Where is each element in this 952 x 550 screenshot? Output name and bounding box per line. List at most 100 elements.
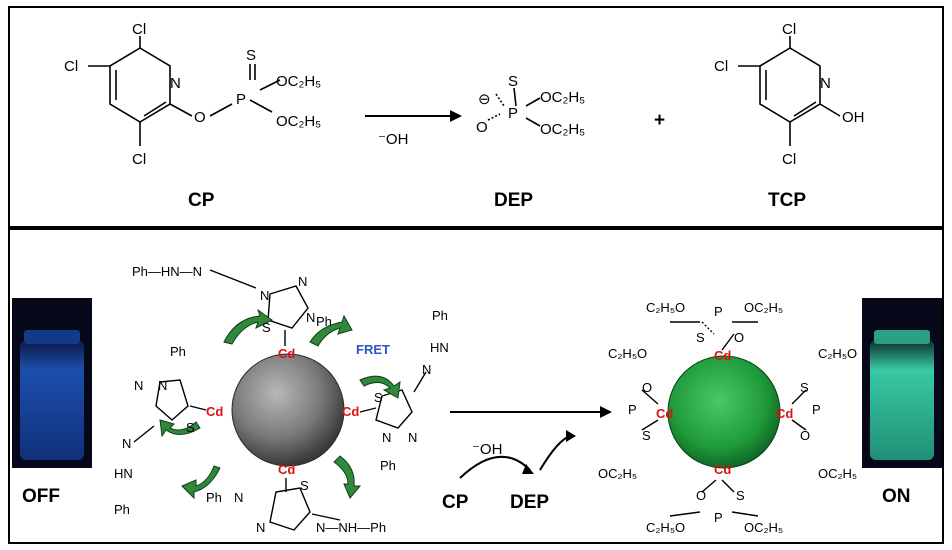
- tcp-n: N: [820, 75, 831, 92]
- tcp-cl-top: Cl: [782, 21, 796, 38]
- ligand-left-s: S: [186, 420, 195, 435]
- fret-label: FRET: [356, 342, 390, 357]
- on-right-oc2h5: OC₂H₅: [818, 466, 857, 481]
- dep-s: S: [508, 73, 518, 90]
- ligand-top-c: N: [260, 288, 269, 303]
- cp-o: O: [194, 109, 206, 126]
- ligand-right-ph2: Ph: [380, 458, 396, 473]
- cp-oc2h5-2: OC₂H₅: [276, 113, 321, 130]
- dep-p: P: [508, 105, 518, 122]
- ligand-top-s: S: [262, 320, 271, 335]
- sensing-scheme-panel: OFF ON Cd Cd Cd Cd: [8, 228, 944, 544]
- on-top-oc2h5: OC₂H₅: [744, 300, 783, 315]
- ligand-left-n2: N: [134, 378, 143, 393]
- fret-arrow-bottom-right: [333, 455, 362, 499]
- tcp-oh: OH: [842, 109, 865, 126]
- ligand-bottom-s: S: [300, 478, 309, 493]
- dep-oc2h5-2: OC₂H₅: [540, 121, 585, 138]
- cd-bottom-left: Cd: [278, 462, 295, 477]
- quantum-dot-off: [231, 353, 345, 467]
- ligand-left-ph2: Ph: [114, 502, 130, 517]
- on-top-c2h5o: C₂H₅O: [646, 300, 685, 315]
- vial-off-label: OFF: [22, 486, 60, 507]
- on-top-p: P: [714, 304, 723, 319]
- on-right-o: O: [800, 428, 810, 443]
- fret-arrow-top-right: [309, 314, 353, 347]
- vial-on: [862, 298, 942, 468]
- dep-o: O: [476, 119, 488, 136]
- cp-cl-left: Cl: [64, 58, 78, 75]
- cd-right: Cd: [342, 404, 359, 419]
- cd-left: Cd: [206, 404, 223, 419]
- cp-n: N: [170, 75, 181, 92]
- fret-arrow-right: [359, 375, 401, 399]
- bottom-dep-label: DEP: [510, 492, 549, 513]
- reaction-scheme-panel: Cl Cl Cl N O P S OC₂H₅ OC₂H₅ CP ⁻OH ⊖ S …: [8, 6, 944, 228]
- reagent-oh: ⁻OH: [378, 131, 408, 148]
- on-bottom-c2h5o: C₂H₅O: [646, 520, 685, 535]
- fret-arrow-left: [159, 419, 201, 438]
- cd-top-left: Cd: [278, 346, 295, 361]
- quantum-dot-on: [667, 355, 781, 469]
- reaction-scheme-svg: Cl Cl Cl N O P S OC₂H₅ OC₂H₅ CP ⁻OH ⊖ S …: [64, 21, 865, 211]
- on-right-p: P: [812, 402, 821, 417]
- ligand-bottom-n: N: [234, 490, 243, 505]
- main-arrowhead: [600, 406, 612, 418]
- ligand-top-ph: Ph: [316, 314, 332, 329]
- cp-cl-bottom: Cl: [132, 151, 146, 168]
- cp-cl-top: Cl: [132, 21, 146, 38]
- tcp-cl-left: Cl: [714, 58, 728, 75]
- on-left-oc2h5: OC₂H₅: [598, 466, 637, 481]
- ligand-left-ph: Ph: [170, 344, 186, 359]
- dep-label: DEP: [494, 190, 533, 211]
- on-top-s: S: [696, 330, 705, 345]
- cp-s: S: [246, 47, 256, 64]
- ligand-right-ph: Ph: [432, 308, 448, 323]
- dep-oc2h5-1: OC₂H₅: [540, 89, 585, 106]
- reaction-arrowhead: [450, 110, 462, 122]
- on-bottom-p: P: [714, 510, 723, 525]
- cd-on-right: Cd: [776, 406, 793, 421]
- dep-minus: ⊖: [478, 91, 491, 108]
- on-top-o: O: [734, 330, 744, 345]
- cd-on-bottom: Cd: [714, 462, 731, 477]
- plus-sign: +: [654, 110, 665, 131]
- bottom-reagent-oh: ⁻OH: [472, 441, 502, 458]
- cd-on-top: Cd: [714, 348, 731, 363]
- ligand-bottom-n2: N: [256, 520, 265, 535]
- on-bottom-oc2h5: OC₂H₅: [744, 520, 783, 535]
- vial-off: [12, 298, 92, 468]
- tcp-ring: [759, 47, 821, 123]
- cp-p: P: [236, 91, 246, 108]
- ligand-left-hn: HN: [114, 466, 133, 481]
- ligand-bottom-ph: Ph: [206, 490, 222, 505]
- on-left-p: P: [628, 402, 637, 417]
- on-bottom-s: S: [736, 488, 745, 503]
- ligand-right-n3: N: [408, 430, 417, 445]
- on-bottom-o: O: [696, 488, 706, 503]
- on-left-c2h5o: C₂H₅O: [608, 346, 647, 361]
- bottom-cp-label: CP: [442, 492, 469, 513]
- ligand-top-n2: N: [306, 310, 315, 325]
- ligand-left-n3: N: [122, 436, 131, 451]
- vial-on-label: ON: [882, 486, 911, 507]
- ligand-right-n2: N: [382, 430, 391, 445]
- ligand-top-n1: N: [298, 274, 307, 289]
- ligand-right-hn: HN: [430, 340, 449, 355]
- ligand-right-n: N: [422, 362, 431, 377]
- cp-label: CP: [188, 190, 215, 211]
- tcp-cl-bottom: Cl: [782, 151, 796, 168]
- ligand-top-ph-hn-n: Ph—HN—N: [132, 264, 202, 279]
- on-left-o: O: [642, 380, 652, 395]
- cp-ring: [109, 47, 171, 123]
- ligand-right-s: S: [374, 390, 383, 405]
- on-right-s: S: [800, 380, 809, 395]
- ligand-bottom-n-nh-ph: N—NH—Ph: [316, 520, 386, 535]
- on-left-s: S: [642, 428, 651, 443]
- cd-on-left: Cd: [656, 406, 673, 421]
- curved-arrowhead-2: [566, 430, 576, 442]
- cp-oc2h5-1: OC₂H₅: [276, 73, 321, 90]
- curved-arrowhead-1: [522, 464, 534, 474]
- sensing-scheme-svg: OFF ON Cd Cd Cd Cd: [12, 264, 942, 535]
